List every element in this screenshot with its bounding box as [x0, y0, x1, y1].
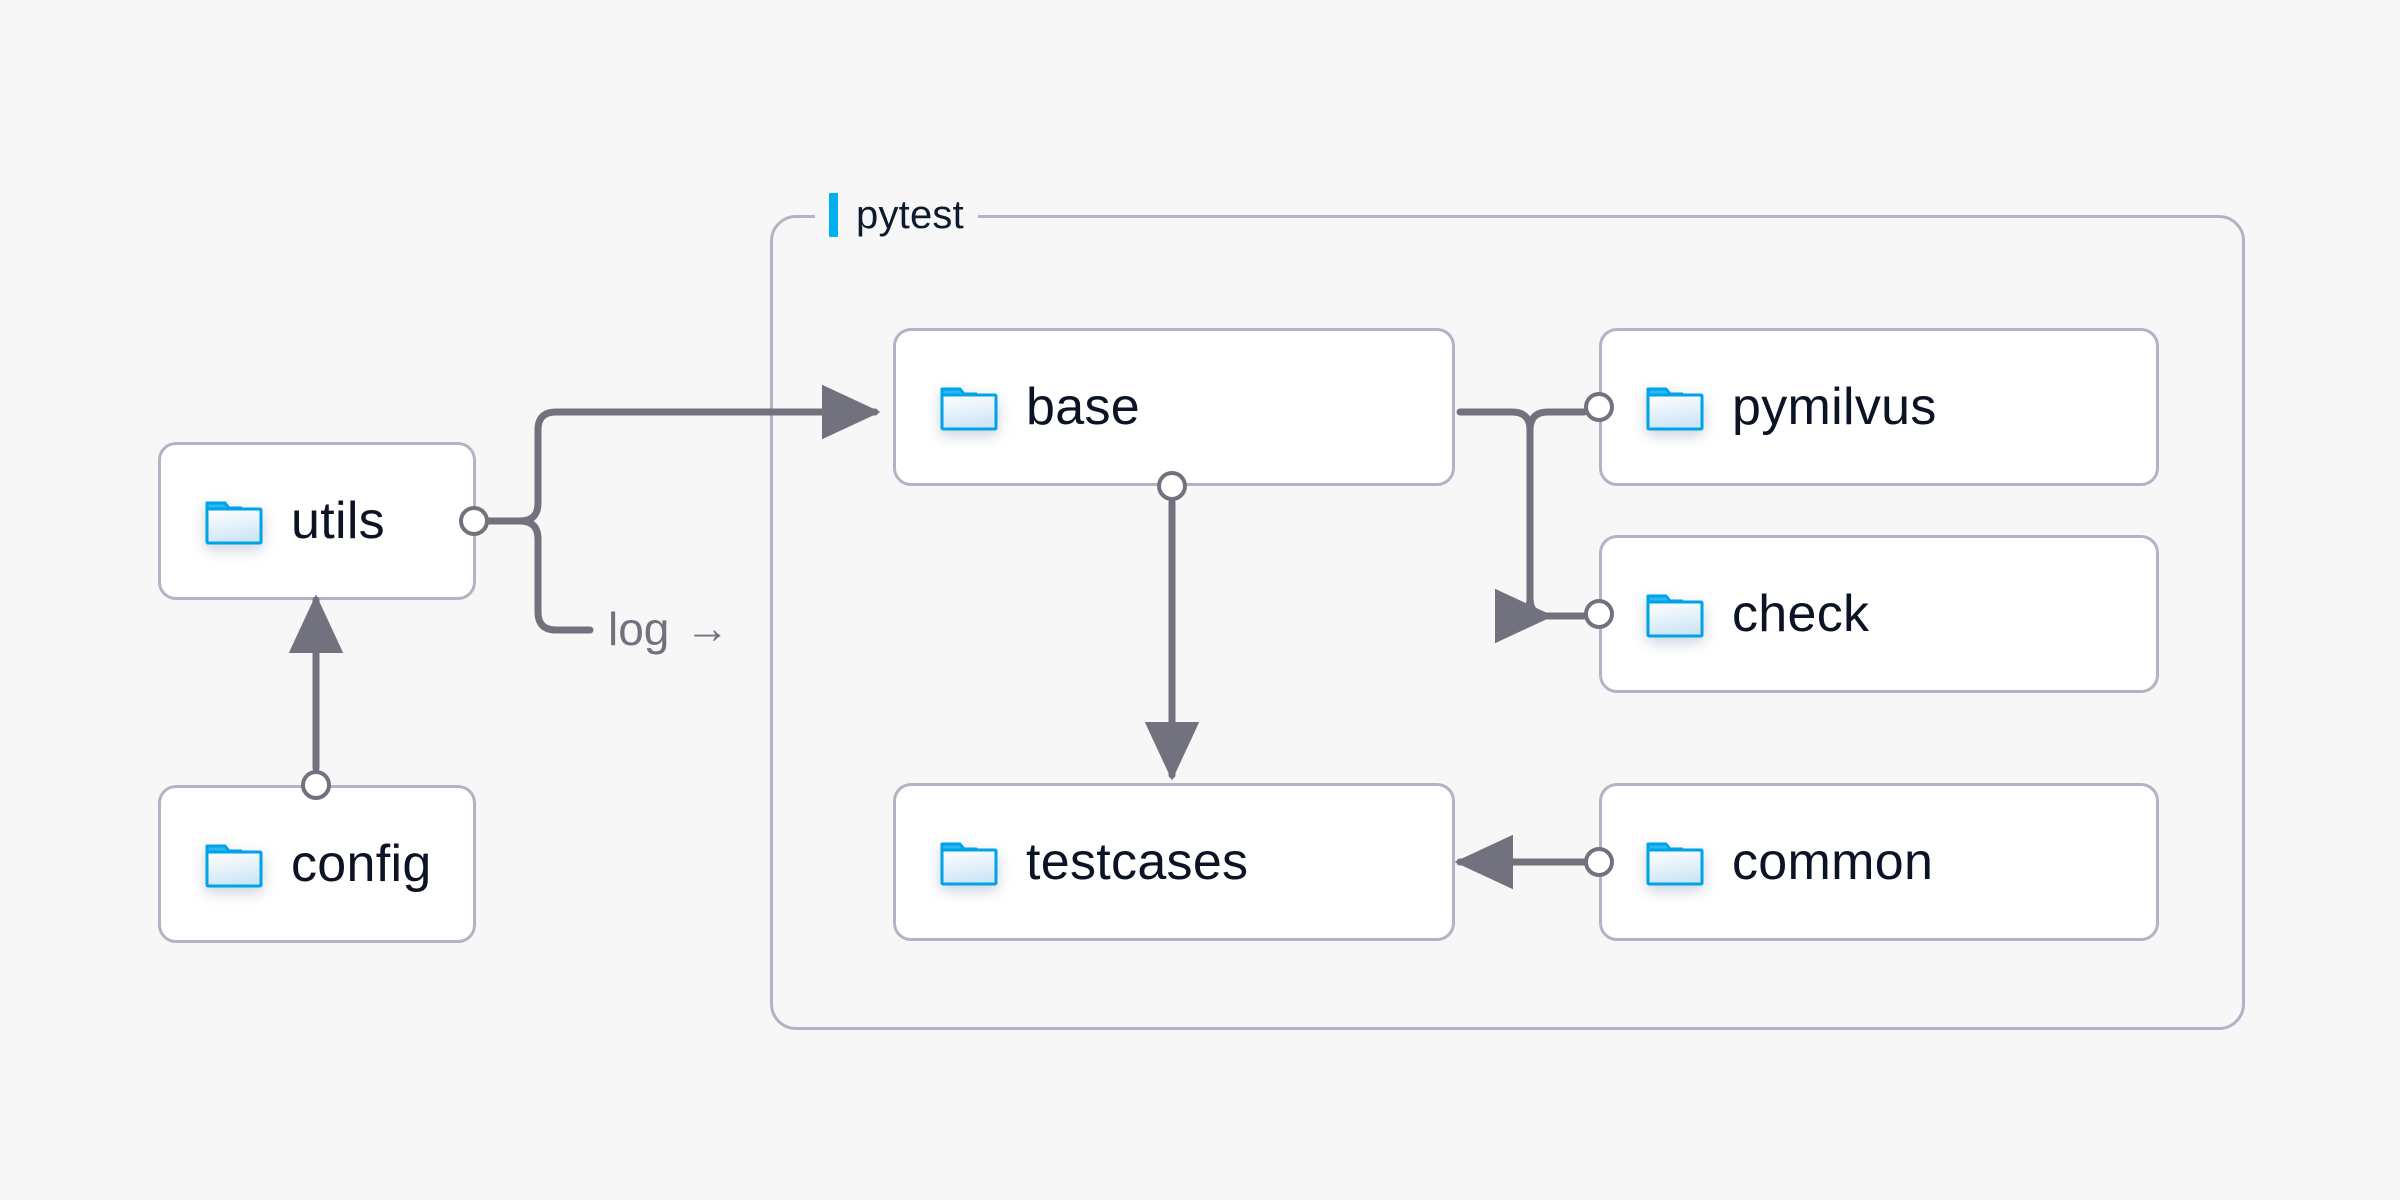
port-pymilvus-left[interactable]	[1584, 392, 1614, 422]
node-testcases-content: testcases	[896, 835, 1248, 889]
arrow-right-icon: →	[685, 604, 730, 653]
node-check[interactable]: check	[1599, 535, 2159, 693]
accent-bar-icon	[829, 193, 838, 237]
group-pytest-title: pytest	[856, 192, 964, 237]
node-testcases-label: testcases	[1026, 833, 1249, 891]
group-pytest[interactable]	[770, 215, 2245, 1030]
node-base-content: base	[896, 380, 1140, 434]
edge-pymilvus-to-base	[1494, 408, 1588, 644]
folder-icon	[205, 501, 263, 545]
edge-label-log: log →	[600, 603, 738, 655]
node-pymilvus-content: pymilvus	[1602, 380, 1937, 434]
node-common-label: common	[1732, 833, 1934, 891]
node-base-label: base	[1026, 378, 1140, 436]
node-utils-content: utils	[161, 494, 385, 548]
node-utils[interactable]: utils	[158, 442, 476, 600]
node-common[interactable]: common	[1599, 783, 2159, 941]
edge-utils-to-base	[485, 384, 881, 525]
port-common-left[interactable]	[1584, 847, 1614, 877]
node-testcases[interactable]: testcases	[893, 783, 1455, 941]
node-pymilvus-label: pymilvus	[1732, 378, 1937, 436]
folder-icon	[940, 387, 998, 431]
folder-icon	[1646, 594, 1704, 638]
port-utils-right[interactable]	[459, 506, 489, 536]
node-pymilvus[interactable]: pymilvus	[1599, 328, 2159, 486]
folder-icon	[1646, 387, 1704, 431]
node-check-content: check	[1602, 587, 1869, 641]
node-check-label: check	[1732, 585, 1870, 643]
edge-label-log-text: log	[608, 603, 670, 655]
folder-icon	[1646, 842, 1704, 886]
edge-check-to-base	[1456, 408, 1588, 620]
node-config-content: config	[161, 837, 432, 891]
port-base-bottom[interactable]	[1157, 471, 1187, 501]
edge-utils-to-log	[485, 517, 594, 634]
node-config-label: config	[291, 835, 432, 893]
node-utils-label: utils	[291, 492, 385, 550]
group-pytest-label: pytest	[815, 187, 978, 243]
folder-icon	[205, 844, 263, 888]
port-check-left[interactable]	[1584, 599, 1614, 629]
node-common-content: common	[1602, 835, 1933, 889]
folder-icon	[940, 842, 998, 886]
port-config-top[interactable]	[301, 770, 331, 800]
